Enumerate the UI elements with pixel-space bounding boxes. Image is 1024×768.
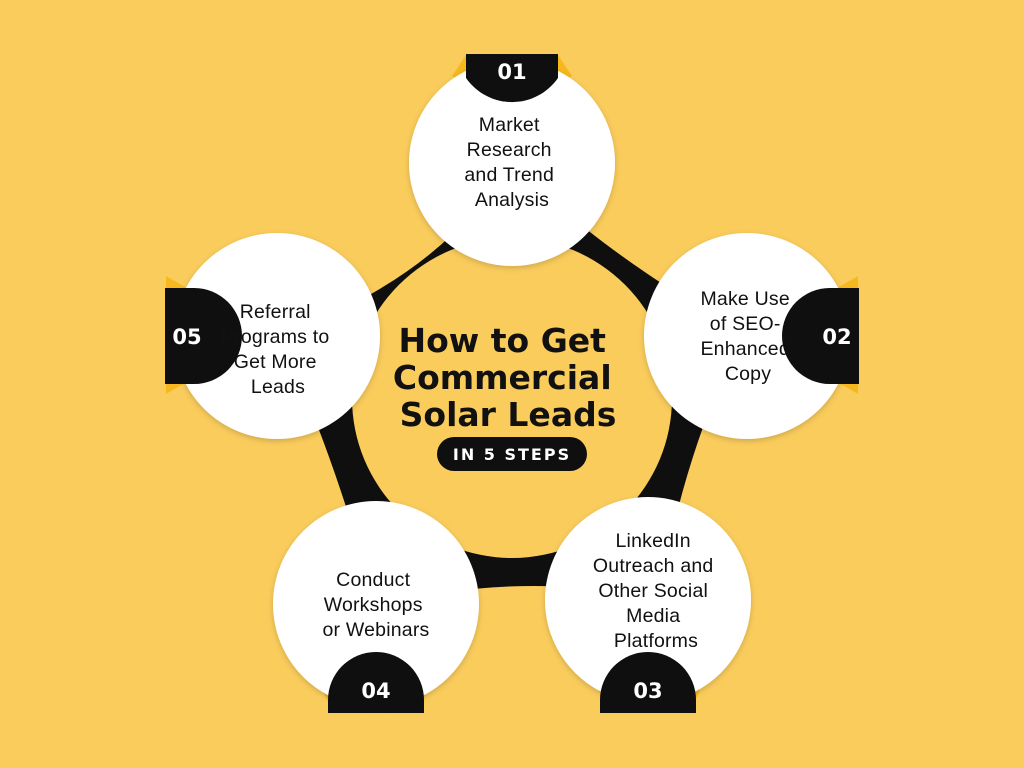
step-1-circle <box>409 60 615 266</box>
step-1-label: Market Research and Trend Analysis <box>464 114 559 211</box>
step-node-2: 02 Make Use of SEO- Enhanced Copy <box>644 233 859 439</box>
step-node-1: 01 Market Research and Trend Analysis <box>409 54 615 266</box>
step-2-number-tab <box>782 288 859 384</box>
step-2-circle <box>644 233 850 439</box>
step-3-label: LinkedIn Outreach and Other Social Media… <box>593 530 719 652</box>
steps-badge <box>437 437 587 471</box>
step-1-number-tab <box>466 54 558 103</box>
step-5-number-tab <box>165 288 242 384</box>
step-3-number: 03 <box>633 679 662 703</box>
step-node-3: 03 LinkedIn Outreach and Other Social Me… <box>545 497 751 713</box>
step-5-label: Referral Programs to Get More Leads <box>221 301 335 398</box>
steps-badge-label: IN 5 STEPS <box>453 445 571 464</box>
step-5-circle <box>174 233 380 439</box>
step-2-label: Make Use of SEO- Enhanced Copy <box>700 288 795 385</box>
step-4-number: 04 <box>361 679 390 703</box>
step-5-number: 05 <box>172 325 201 349</box>
step-4-number-tab <box>328 652 424 713</box>
step-node-4: 04 Conduct Workshops or Webinars <box>273 501 479 713</box>
step-3-number-tab <box>600 652 696 713</box>
step-1-number: 01 <box>497 60 526 84</box>
step-4-circle <box>273 501 479 707</box>
center-circle <box>352 238 672 558</box>
diagram-title: How to Get Commercial Solar Leads <box>393 321 623 434</box>
step-4-label: Conduct Workshops or Webinars <box>323 569 430 641</box>
step-node-5: 05 Referral Programs to Get More Leads <box>165 233 380 439</box>
step-2-number: 02 <box>822 325 851 349</box>
step-3-circle <box>545 497 751 703</box>
